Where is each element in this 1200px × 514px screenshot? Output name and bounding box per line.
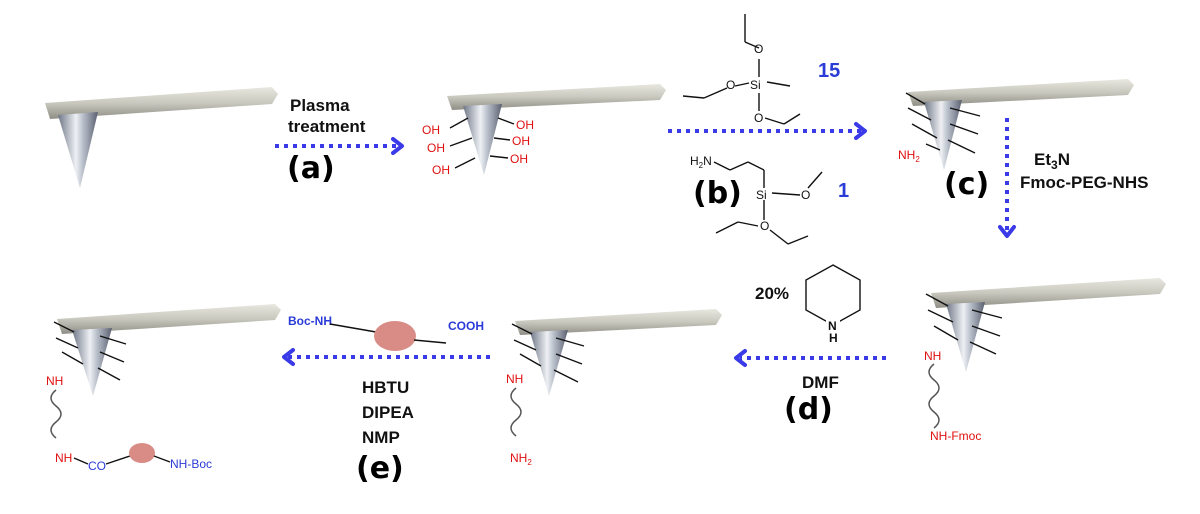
arrow-a-head (391, 137, 404, 155)
step-e: Boc-NH COOH HBTU DIPEA NMP (e) (282, 314, 490, 486)
ratio-bottom: 1 (838, 180, 849, 202)
fmoc-label: NH-Fmoc (930, 429, 981, 443)
silane-monolayer (925, 293, 1003, 355)
svg-text:NH: NH (924, 349, 941, 363)
step-a-reagent1: Plasma (290, 96, 350, 115)
hydroxyl-bonds (449, 117, 515, 169)
cantilever-fmoc: NH NH-Fmoc (924, 278, 1166, 443)
ratio-top: 15 (818, 60, 840, 82)
svg-text:O: O (754, 111, 763, 125)
svg-text:NH: NH (506, 372, 523, 386)
silane-monolayer (53, 321, 127, 381)
linker-left: Boc-NH (288, 314, 332, 328)
svg-text:O: O (726, 78, 735, 92)
step-d-label: (d) (784, 392, 833, 427)
step-c-reagent2: Fmoc-PEG-NHS (1020, 173, 1148, 192)
arrow-b-head (854, 122, 867, 140)
hydroxyl-label: OH (510, 152, 528, 166)
amine-label: NH2 (898, 148, 920, 164)
cantilever-hydroxylated: OH OH OH OH OH OH (422, 84, 666, 177)
hydroxyl-label: OH (432, 163, 450, 177)
peg-chain (928, 363, 940, 429)
svg-text:H2N: H2N (690, 154, 712, 170)
step-d-solvent: DMF (802, 373, 839, 392)
step-c-reagent1: Et3N (1034, 150, 1070, 172)
cantilever-tip (946, 302, 985, 372)
svg-text:NH: NH (46, 374, 63, 388)
cantilever-beam (57, 304, 281, 334)
arrow-c-head (998, 225, 1016, 238)
boc-label: NH-Boc (170, 457, 212, 471)
silane-monolayer (511, 323, 585, 383)
step-e-label: (e) (356, 451, 404, 486)
step-d-percent: 20% (755, 284, 789, 303)
step-d: 20% N H DMF (d) (734, 264, 886, 427)
amide-label: CO (88, 459, 106, 473)
step-a-reagent2: treatment (288, 117, 366, 136)
cantilever-beam (931, 278, 1166, 308)
cantilever-beam (447, 84, 666, 110)
cantilever-tip (58, 112, 98, 188)
svg-text:NH: NH (55, 451, 72, 465)
silane-monolayer (905, 92, 981, 154)
cantilever-beam (515, 309, 722, 335)
linker-right: COOH (448, 319, 484, 333)
svg-text:N: N (828, 319, 837, 333)
cantilever-aminated: NH2 (898, 79, 1134, 170)
arrow-e-head (282, 348, 295, 366)
silane-methyl: O Si O O 15 (682, 14, 840, 125)
svg-text:O: O (801, 188, 810, 202)
amine-label: NH2 (510, 451, 532, 467)
cantilever-bare (45, 87, 278, 188)
piperidine-ring: N H (805, 264, 861, 345)
svg-text:Si: Si (756, 188, 767, 202)
svg-text:Si: Si (750, 78, 761, 92)
step-a-label: (a) (287, 151, 335, 186)
step-c-label: (c) (944, 167, 989, 202)
step-e-reagent1: HBTU (362, 378, 409, 397)
hydroxyl-label: OH (422, 123, 440, 137)
cantilever-tip (72, 328, 112, 396)
arrow-d-head (734, 349, 747, 367)
cantilever-boc: NH NH CO NH-Boc (46, 304, 281, 473)
linker-blob (129, 443, 155, 463)
hydroxyl-label: OH (512, 134, 530, 148)
step-e-reagent3: NMP (362, 428, 400, 447)
hydroxyl-label: OH (516, 118, 534, 132)
peg-chain (510, 387, 522, 437)
step-b-label: (b) (693, 176, 742, 211)
svg-text:O: O (754, 42, 763, 56)
svg-text:H: H (829, 331, 838, 345)
cantilever-free-amine: NH NH2 (506, 309, 722, 467)
silane-amine: H2N Si O O 1 (690, 154, 849, 245)
step-e-reagent2: DIPEA (362, 403, 414, 422)
step-a: Plasma treatment (a) (275, 96, 404, 186)
cantilever-beam (908, 79, 1134, 106)
peg-chain (50, 389, 62, 439)
linker-blob (374, 321, 416, 351)
cantilever-tip (530, 330, 568, 396)
cantilever-beam (45, 87, 278, 119)
cantilever-tip (463, 104, 502, 175)
cantilever-tip (924, 100, 962, 170)
step-c: (c) Et3N Fmoc-PEG-NHS (944, 118, 1148, 238)
step-b: (b) (668, 122, 867, 211)
svg-text:O: O (760, 219, 769, 233)
hydroxyl-label: OH (427, 141, 445, 155)
